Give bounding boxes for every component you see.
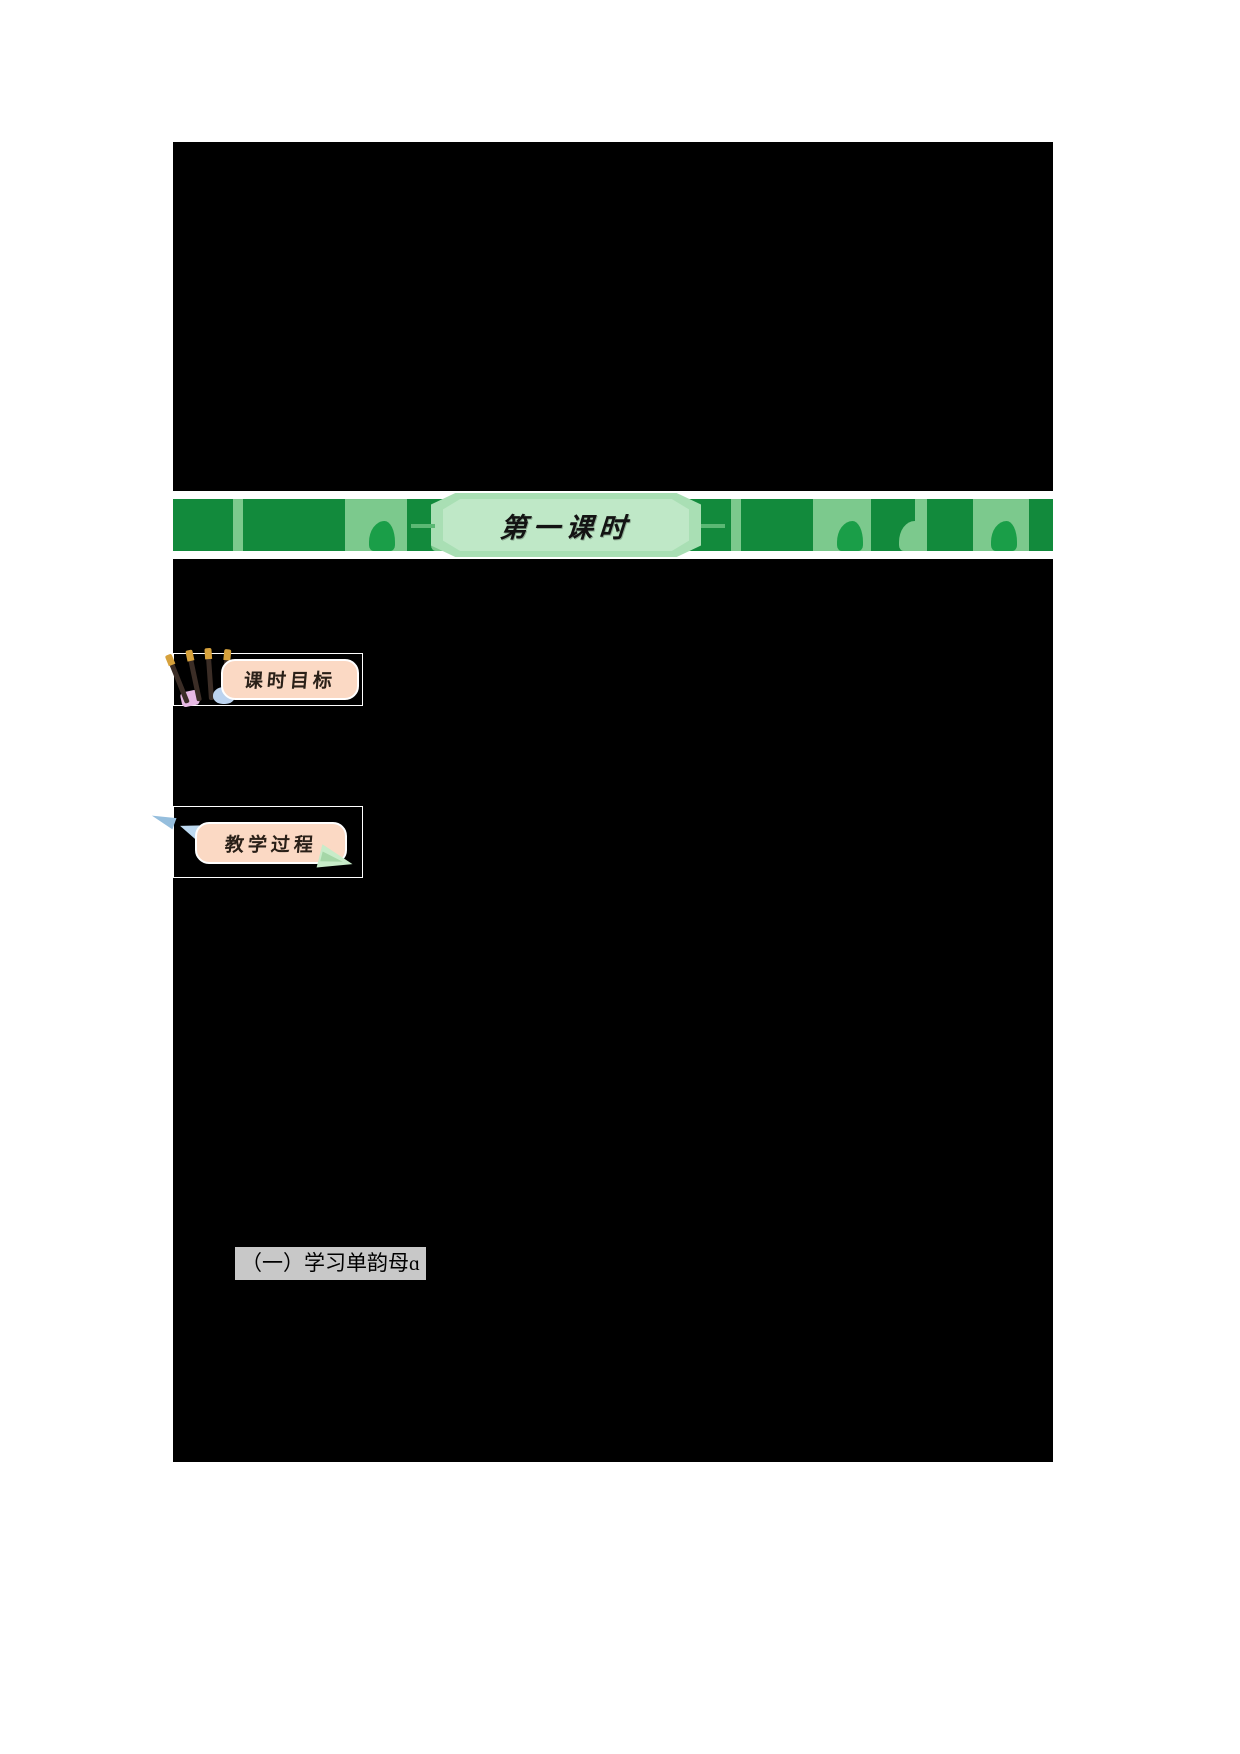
redacted-content-block: 第一课时: [173, 142, 1053, 1462]
banner-plaque: 第一课时: [431, 493, 701, 557]
section-heading-one: （一）学习单韵母ɑ: [235, 1247, 426, 1281]
badge-label-process: 教学过程: [223, 833, 318, 856]
banner-dash-left: [411, 524, 435, 528]
badge-teaching-process: 教学过程: [173, 806, 363, 878]
leaf-icon: [899, 521, 925, 551]
chapter-title: 第一课时: [498, 512, 633, 544]
badge-lesson-objectives: 课时目标: [164, 647, 363, 708]
chapter-banner: 第一课时: [173, 493, 1053, 557]
banner-segment: [731, 499, 741, 551]
badge-frame: [173, 653, 363, 706]
badge-pill: 课时目标: [221, 659, 359, 700]
banner-plaque-inner: [443, 499, 689, 551]
leaf-icon: [837, 521, 863, 551]
leaf-icon: [991, 521, 1017, 551]
leaf-icon: [369, 521, 395, 551]
badge-label-objectives: 课时目标: [242, 670, 337, 692]
badge-frame: [173, 806, 363, 878]
banner-gap: 第一课时: [173, 491, 1053, 559]
banner-dash-right: [701, 524, 725, 528]
banner-segment: [233, 499, 243, 551]
